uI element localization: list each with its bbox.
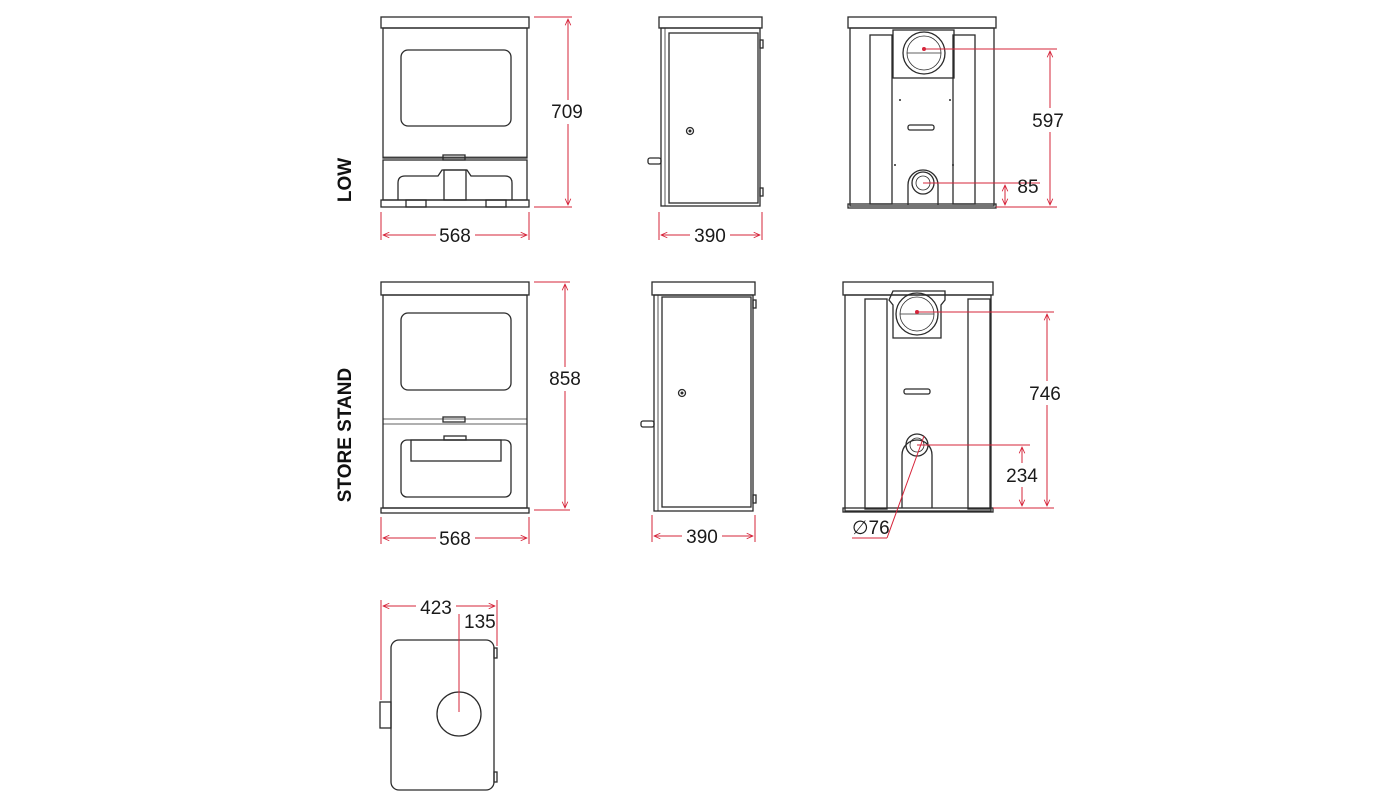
low-rear-dimensions: 597 85 xyxy=(923,48,1072,208)
dim-low-width: 568 xyxy=(439,226,471,247)
low-rear-view xyxy=(847,16,997,209)
row-label-store-stand: STORE STAND xyxy=(335,368,356,502)
dim-low-flue-height: 597 xyxy=(1032,111,1064,132)
dim-top-depth: 423 xyxy=(420,598,452,619)
dim-store-depth: 390 xyxy=(686,527,718,548)
low-side-dimensions: 390 xyxy=(658,212,763,247)
dim-store-height: 858 xyxy=(549,369,581,390)
top-view-dimensions: 423 135 xyxy=(380,598,498,712)
low-side-view xyxy=(647,16,764,207)
store-front-dimensions: 858 568 xyxy=(380,281,588,550)
low-front-view xyxy=(380,16,530,208)
store-side-dimensions: 390 xyxy=(651,515,756,548)
dim-top-flue-offset: 135 xyxy=(464,612,496,633)
store-side-view xyxy=(640,281,757,512)
store-rear-view xyxy=(842,281,994,513)
low-front-dimensions: 709 568 xyxy=(380,16,588,247)
dim-store-inlet-height: 234 xyxy=(1006,466,1038,487)
dim-store-width: 568 xyxy=(439,529,471,550)
store-front-view xyxy=(380,281,530,514)
store-rear-dimensions: 746 234 ∅76 xyxy=(852,311,1069,539)
dim-low-depth: 390 xyxy=(694,226,726,247)
top-view xyxy=(379,639,498,791)
dim-low-inlet-height: 85 xyxy=(1017,177,1038,198)
row-label-low: LOW xyxy=(335,158,356,202)
dim-low-height: 709 xyxy=(551,102,583,123)
dim-inlet-diameter: ∅76 xyxy=(852,518,890,539)
dim-store-flue-height: 746 xyxy=(1029,384,1061,405)
